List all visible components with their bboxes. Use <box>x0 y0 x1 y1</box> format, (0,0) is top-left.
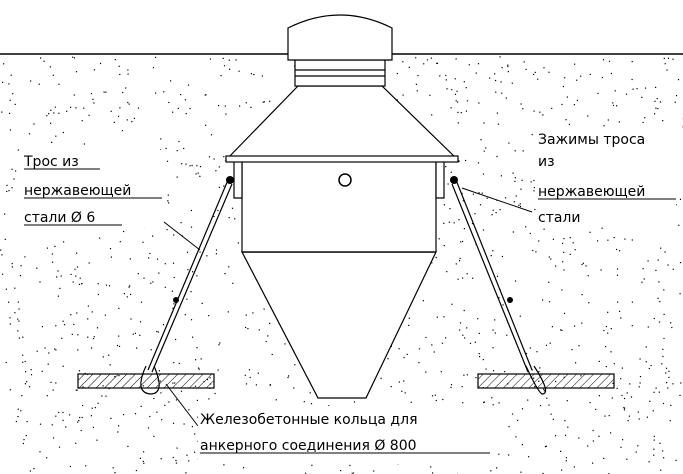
label-left-line1: Трос из <box>23 154 79 170</box>
label-bottom-line2: анкерного соединения Ø 800 <box>200 438 417 454</box>
cable-right <box>451 179 533 373</box>
label-left-line3: стали Ø 6 <box>24 210 95 226</box>
label-bottom-group: Железобетонные кольца для анкерного соед… <box>198 406 498 464</box>
cable-clamp-top-right <box>450 176 458 184</box>
tank-lug-left <box>233 159 243 199</box>
leader-right-clamp <box>461 187 533 213</box>
label-right-line1: Зажимы троса <box>538 132 645 148</box>
cable-clamp-top-left <box>226 176 234 184</box>
anchor-slab-right <box>477 373 615 389</box>
anchor-loop-left <box>140 365 160 395</box>
anchor-loop-right <box>525 365 547 395</box>
tank-upper-cone <box>224 85 460 161</box>
cable-clamp-mid-left <box>173 297 179 303</box>
tank-cylinder <box>241 159 437 253</box>
leader-bottom-slab <box>165 383 199 427</box>
tank-lid <box>287 14 393 61</box>
anchor-slab-left <box>77 373 215 389</box>
label-left-line2: нержавеющей <box>24 183 131 199</box>
label-bottom-line1: Железобетонные кольца для <box>200 412 418 428</box>
label-right-line4: стали <box>538 210 580 226</box>
soil-texture <box>0 56 683 474</box>
label-right-group: Зажимы троса из нержавеющей стали <box>536 128 676 226</box>
leader-left-cable <box>163 221 201 251</box>
tank-lug-right <box>435 159 445 199</box>
label-right-line2: из <box>538 154 555 170</box>
cable-left <box>147 179 233 373</box>
tank-cone-bottom <box>241 251 437 399</box>
tank-rim <box>225 155 459 163</box>
label-left-group: Трос из нержавеющей стали Ø 6 <box>22 150 162 228</box>
tank <box>224 14 460 399</box>
tank-inlet-opening <box>338 173 352 187</box>
tank-neck <box>294 59 386 87</box>
cable-clamp-mid-right <box>507 297 513 303</box>
label-right-line3: нержавеющей <box>538 184 645 200</box>
